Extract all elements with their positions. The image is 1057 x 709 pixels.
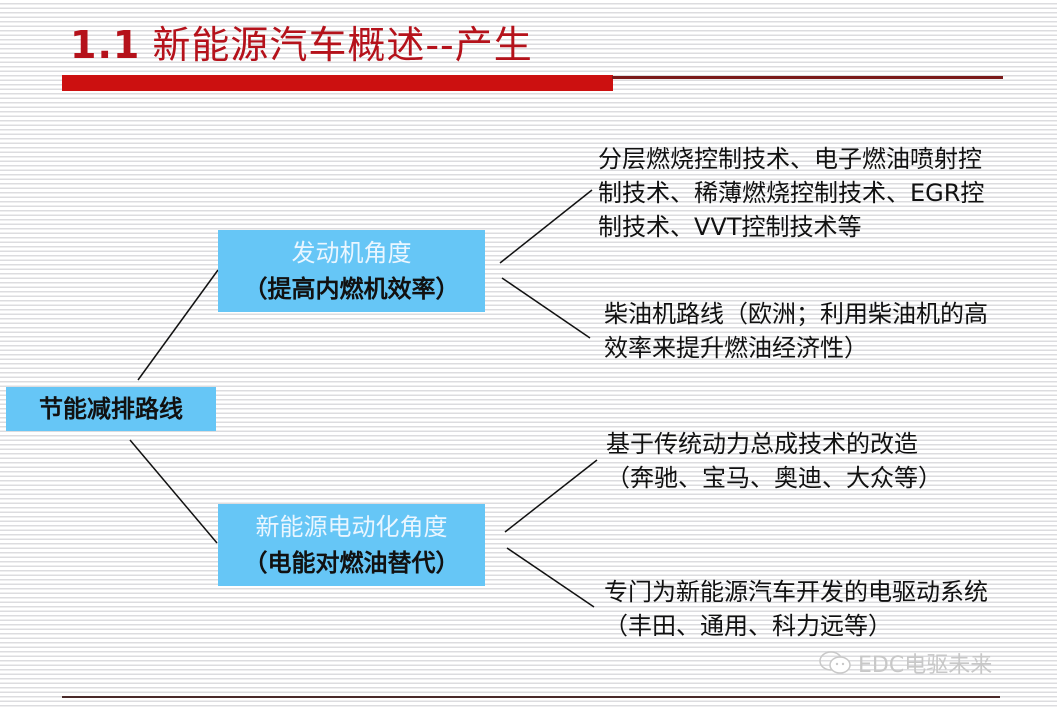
root-node: 节能减排路线 [6,387,216,431]
leaf-line: 制技术、稀薄燃烧控制技术、EGR控 [598,179,985,207]
branch-subtitle: （电能对燃油替代） [243,549,460,577]
branch-subtitle: （提高内燃机效率） [243,275,460,303]
leaf-line: 分层燃烧控制技术、电子燃油喷射控 [598,145,982,173]
leaf-line: 柴油机路线（欧洲；利用柴油机的高 [604,300,988,328]
title-underline [612,76,1003,79]
leaf-line: 效率来提升燃油经济性） [604,334,868,362]
branch-title: 发动机角度 [291,239,412,267]
branch-node-electric: 新能源电动化角度 （电能对燃油替代） [218,504,485,586]
leaf-line: 制技术、VVT控制技术等 [598,213,862,241]
root-label: 节能减排路线 [39,395,183,423]
title-accent-bar [62,75,613,91]
watermark: EDC电驱未来 [818,647,992,679]
leaf-dedicated-edrive: 专门为新能源汽车开发的电驱动系统 （丰田、通用、科力远等） [604,575,988,643]
connector-root-electric [129,439,218,544]
leaf-engine-tech: 分层燃烧控制技术、电子燃油喷射控 制技术、稀薄燃烧控制技术、EGR控 制技术、V… [598,142,984,244]
connector-electric-leaf2 [506,547,595,608]
connector-root-engine [137,269,219,381]
branch-title: 新能源电动化角度 [255,513,448,541]
leaf-diesel-route: 柴油机路线（欧洲；利用柴油机的高 效率来提升燃油经济性） [604,297,988,365]
section-number: 1.1 [70,23,141,67]
connector-engine-leaf1 [499,189,593,264]
title-text: 新能源汽车概述--产生 [152,23,533,67]
leaf-traditional-powertrain: 基于传统动力总成技术的改造 （奔驰、宝马、奥迪、大众等） [606,427,942,495]
watermark-text: EDC电驱未来 [858,653,993,678]
connector-engine-leaf2 [501,277,591,339]
leaf-line: 专门为新能源汽车开发的电驱动系统 [604,578,988,606]
leaf-line: （奔驰、宝马、奥迪、大众等） [606,464,942,492]
wechat-icon [819,651,851,674]
footer-divider [62,696,1000,698]
leaf-line: （丰田、通用、科力远等） [604,612,892,640]
branch-node-engine: 发动机角度 （提高内燃机效率） [218,230,485,312]
connector-electric-leaf1 [504,459,598,533]
leaf-line: 基于传统动力总成技术的改造 [606,430,918,458]
